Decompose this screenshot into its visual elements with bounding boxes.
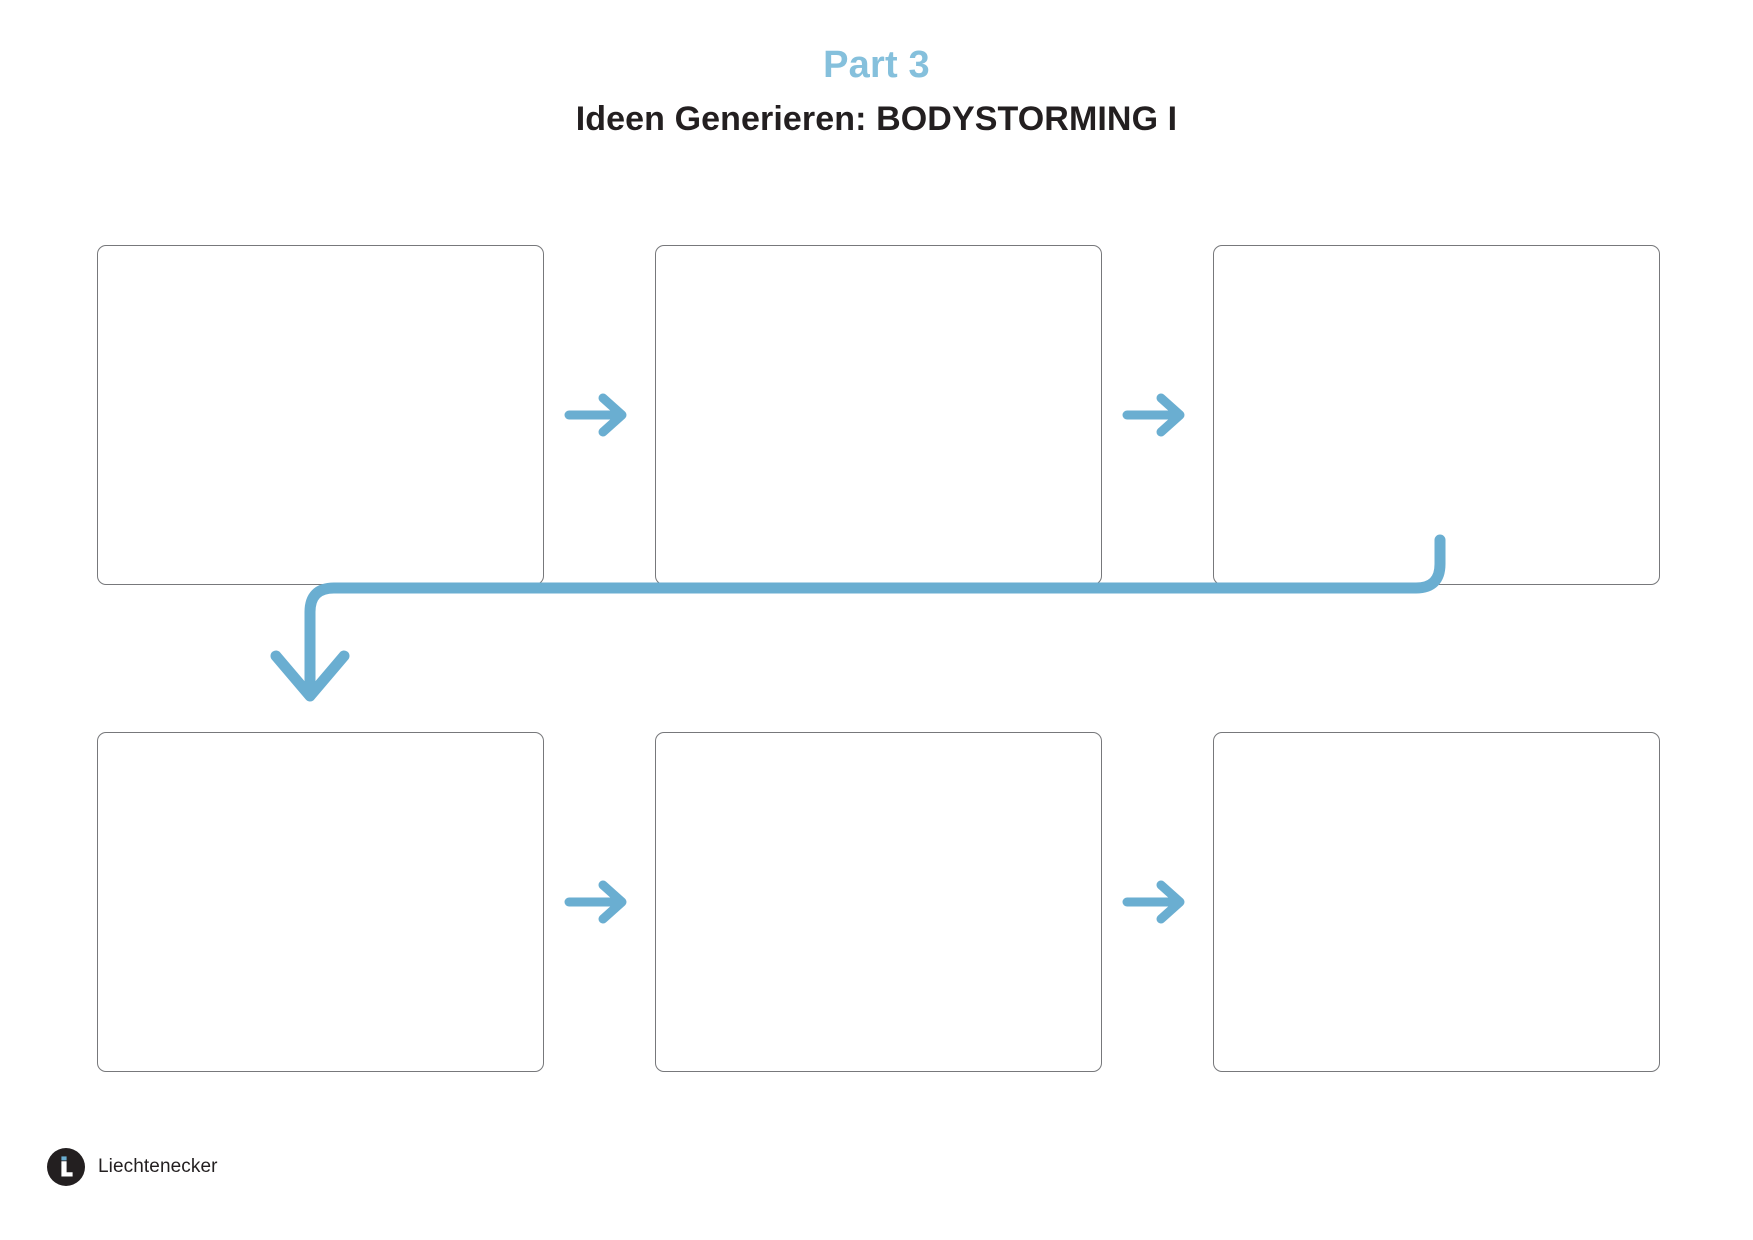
storyboard-frame-6[interactable] bbox=[1213, 732, 1660, 1072]
part-label: Part 3 bbox=[823, 44, 930, 86]
storyboard-frame-4[interactable] bbox=[97, 732, 544, 1072]
brand-name: Liechtenecker bbox=[98, 1156, 218, 1177]
arrow-right-icon bbox=[1122, 880, 1185, 924]
storyboard-frame-2[interactable] bbox=[655, 245, 1102, 585]
brand-footer: Liechtenecker bbox=[47, 1148, 218, 1186]
page-title: Ideen Generieren: BODYSTORMING I bbox=[575, 99, 1178, 138]
arrow-right-icon bbox=[564, 393, 627, 437]
storyboard-frame-3[interactable] bbox=[1213, 245, 1660, 585]
arrow-right-icon bbox=[1122, 393, 1185, 437]
storyboard-frame-5[interactable] bbox=[655, 732, 1102, 1072]
arrow-right-icon bbox=[564, 880, 627, 924]
liechtenecker-logo-icon bbox=[47, 1148, 85, 1186]
page-header: Part 3 Ideen Generieren: BODYSTORMING I bbox=[0, 0, 1753, 138]
storyboard-frame-1[interactable] bbox=[97, 245, 544, 585]
